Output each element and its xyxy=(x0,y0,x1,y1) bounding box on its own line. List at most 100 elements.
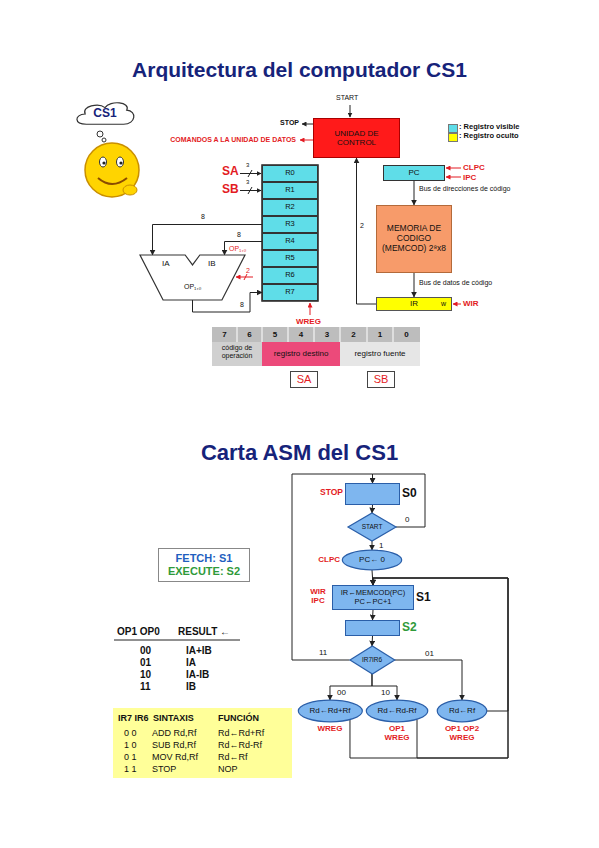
edge-label: 1 xyxy=(378,541,384,550)
signal-label: STOP xyxy=(280,119,299,127)
field-box: SA xyxy=(290,371,318,388)
node-text: IR xyxy=(408,299,420,308)
edge-label: Bus de datos de código xyxy=(418,279,493,287)
legend-swatch xyxy=(448,124,458,133)
node-text: R2 xyxy=(283,203,297,212)
instruction-format-table xyxy=(393,327,394,342)
connector xyxy=(414,181,415,205)
smiley-face xyxy=(85,131,139,197)
node-text: IR7IR6 xyxy=(360,656,384,663)
instruction-format-table xyxy=(367,327,368,342)
register: R4 xyxy=(262,233,318,250)
conditional-output: PC← 0CLPC xyxy=(342,550,402,570)
connector xyxy=(414,273,415,297)
edge-label: 8 xyxy=(239,301,245,309)
register-bank-outline xyxy=(262,165,318,301)
heading: Carta ASM del CS1 xyxy=(90,440,510,465)
decision-diamond: IR7IR6 xyxy=(350,646,395,674)
table-cell: 1 1 xyxy=(124,764,137,774)
table-cell: SUB Rd,Rf xyxy=(152,740,196,750)
edge-label: 10 xyxy=(380,688,391,697)
table-cell: IB xyxy=(186,681,196,693)
node-text: STOP xyxy=(320,488,343,498)
conditional-output: Rd←RfOP1 OP2 WREG xyxy=(437,700,487,722)
table-cell: IA xyxy=(186,657,196,669)
smiley-face xyxy=(117,157,124,167)
node-text: S2 xyxy=(402,621,417,635)
table-cell: IA+IB xyxy=(186,645,212,657)
instruction-format-table xyxy=(340,342,420,366)
smiley-face xyxy=(97,131,103,137)
node-text: R5 xyxy=(283,254,297,263)
thought-cloud: CS1 xyxy=(74,98,136,130)
table-cell: Rd←Rd+Rf xyxy=(218,728,264,738)
node-annotation: w xyxy=(441,300,446,308)
signal-arrows xyxy=(453,304,461,305)
register: R0 xyxy=(262,165,318,182)
code-memory: MEMORIA DE CODIGO (MEMCOD) 2⁸x8 xyxy=(376,205,452,273)
signal-arrows xyxy=(248,170,252,177)
table-cell: 0 1 xyxy=(124,752,137,762)
instruction-format-table xyxy=(237,327,238,342)
register: R7 xyxy=(262,284,318,301)
table-cell: 1 0 xyxy=(124,740,137,750)
edge-label: 8 xyxy=(236,231,242,239)
node-text: Rd←Rf xyxy=(447,706,477,715)
connector xyxy=(372,541,373,550)
node-text: R3 xyxy=(283,220,297,229)
table-cell: 0 0 xyxy=(124,728,137,738)
conditional-output: Rd←Rd+RfWREG xyxy=(298,700,363,722)
instruction-format-table xyxy=(237,327,393,342)
alu: IAIBOP₁,₀ xyxy=(140,255,245,300)
instruction-format-table xyxy=(262,327,263,342)
signal-label: SB xyxy=(222,183,239,197)
edge-label: 0 xyxy=(404,515,410,524)
smiley-face xyxy=(123,185,137,195)
node-annotation: WREG xyxy=(314,724,346,733)
node-text: R0 xyxy=(283,169,297,178)
instruction-format-table xyxy=(288,327,289,342)
shape-outline xyxy=(348,513,396,541)
node-text: CS1 xyxy=(91,107,118,121)
instruction-register: IR w xyxy=(376,297,452,311)
node-annotation: S1 xyxy=(416,591,431,605)
node-text: Rd←Rd+Rf xyxy=(307,706,352,715)
connector xyxy=(372,610,374,620)
table-cell: Rd←Rf xyxy=(218,752,248,762)
signal-label: 3 xyxy=(317,330,337,339)
instruction-format-table xyxy=(262,342,340,366)
register: R6 xyxy=(262,267,318,284)
legend-text: : Registro oculto xyxy=(459,132,519,141)
node-text: R4 xyxy=(283,237,297,246)
table-cell: 01 xyxy=(140,657,151,669)
smiley-face xyxy=(102,161,105,164)
signal-label: 5 xyxy=(265,330,285,339)
table-cell: 10 xyxy=(140,669,151,681)
node-text: SB xyxy=(372,373,391,386)
node-text: SA xyxy=(295,373,314,386)
edge-label: 00 xyxy=(336,688,347,697)
state-box: IR←MEMCOD(PC) PC←PC+1S1WIR IPC xyxy=(332,585,414,610)
signal-label: 2 xyxy=(344,330,364,339)
conditional-output: Rd←Rd-RfOP1 WREG xyxy=(366,700,428,722)
shape-outline xyxy=(437,700,487,722)
node-text: IA xyxy=(162,259,170,268)
register: R1 xyxy=(262,182,318,199)
table-cell: MOV Rd,Rf xyxy=(152,752,198,762)
signal-label: WIR xyxy=(463,299,479,308)
signal-label: IPC xyxy=(463,173,476,182)
node-text: START xyxy=(360,523,385,530)
state-box: STOPS0 xyxy=(345,483,400,505)
signal-label: SA xyxy=(222,165,239,179)
signal-label: 0 xyxy=(397,330,417,339)
node-annotation: OP1 WREG xyxy=(381,724,413,742)
signal-label: WREG xyxy=(296,317,321,326)
table-cell: Rd←Rd-Rf xyxy=(218,740,262,750)
instruction-format-table xyxy=(212,327,420,366)
signal-arrows xyxy=(248,187,252,194)
connector xyxy=(357,158,377,304)
node-text: R7 xyxy=(283,288,297,297)
state-box: S2 xyxy=(345,620,400,636)
title: Arquitectura del computador CS1 xyxy=(0,58,599,82)
